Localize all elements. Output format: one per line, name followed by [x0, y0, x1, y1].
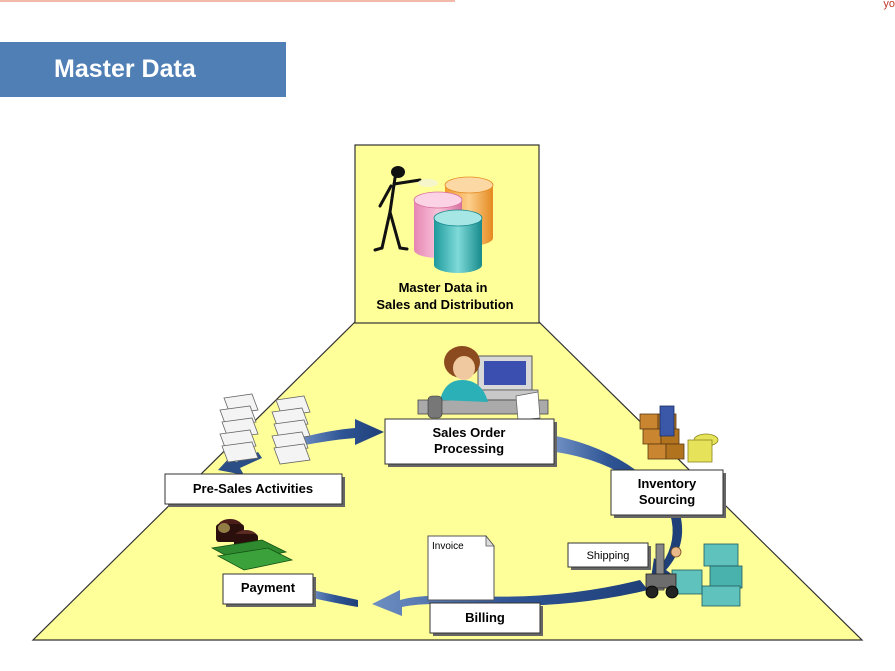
arrow-order-to-inventory [556, 436, 660, 503]
step-shipping: Shipping [567, 542, 651, 570]
invoice-document: Invoice [427, 534, 495, 601]
arrow-presales-to-order [300, 419, 384, 446]
stacked-documents-icon [219, 393, 311, 465]
step-billing: Billing [429, 602, 543, 636]
master-data-box: Master Data in Sales and Distribution [354, 144, 540, 324]
payment-label: Payment [241, 580, 296, 595]
stick-figure-icon [373, 166, 422, 252]
inventory-line1: Inventory [638, 476, 697, 491]
database-cylinders-icon [413, 176, 494, 273]
arrow-billing-to-payment [312, 590, 358, 607]
sales-order-line1: Sales Order [433, 425, 506, 440]
billing-label: Billing [465, 610, 505, 625]
invoice-label: Invoice [432, 541, 464, 552]
order-clerk-computer-icon [417, 346, 549, 421]
inventory-line2: Sourcing [639, 492, 695, 507]
corner-logo-fragment: yo [883, 0, 895, 10]
step-sales-order: Sales Order Processing [384, 418, 557, 467]
sales-order-line2: Processing [434, 441, 504, 456]
step-inventory: Inventory Sourcing [610, 469, 726, 518]
master-box-line1: Master Data in [399, 280, 488, 295]
page-title: Master Data [54, 55, 196, 83]
step-payment: Payment [222, 573, 316, 607]
shipping-label: Shipping [587, 550, 630, 562]
forklift-crates-icon [645, 543, 743, 607]
master-box-line2: Sales and Distribution [376, 297, 513, 312]
pre-sales-label: Pre-Sales Activities [193, 481, 313, 496]
page-title-bar: Master Data [0, 42, 286, 97]
arrow-shipping-to-billing [372, 580, 648, 616]
warehouse-boxes-icon [639, 405, 719, 463]
top-accent-line [0, 0, 455, 2]
step-pre-sales: Pre-Sales Activities [164, 473, 345, 507]
payment-money-icon [210, 519, 294, 571]
